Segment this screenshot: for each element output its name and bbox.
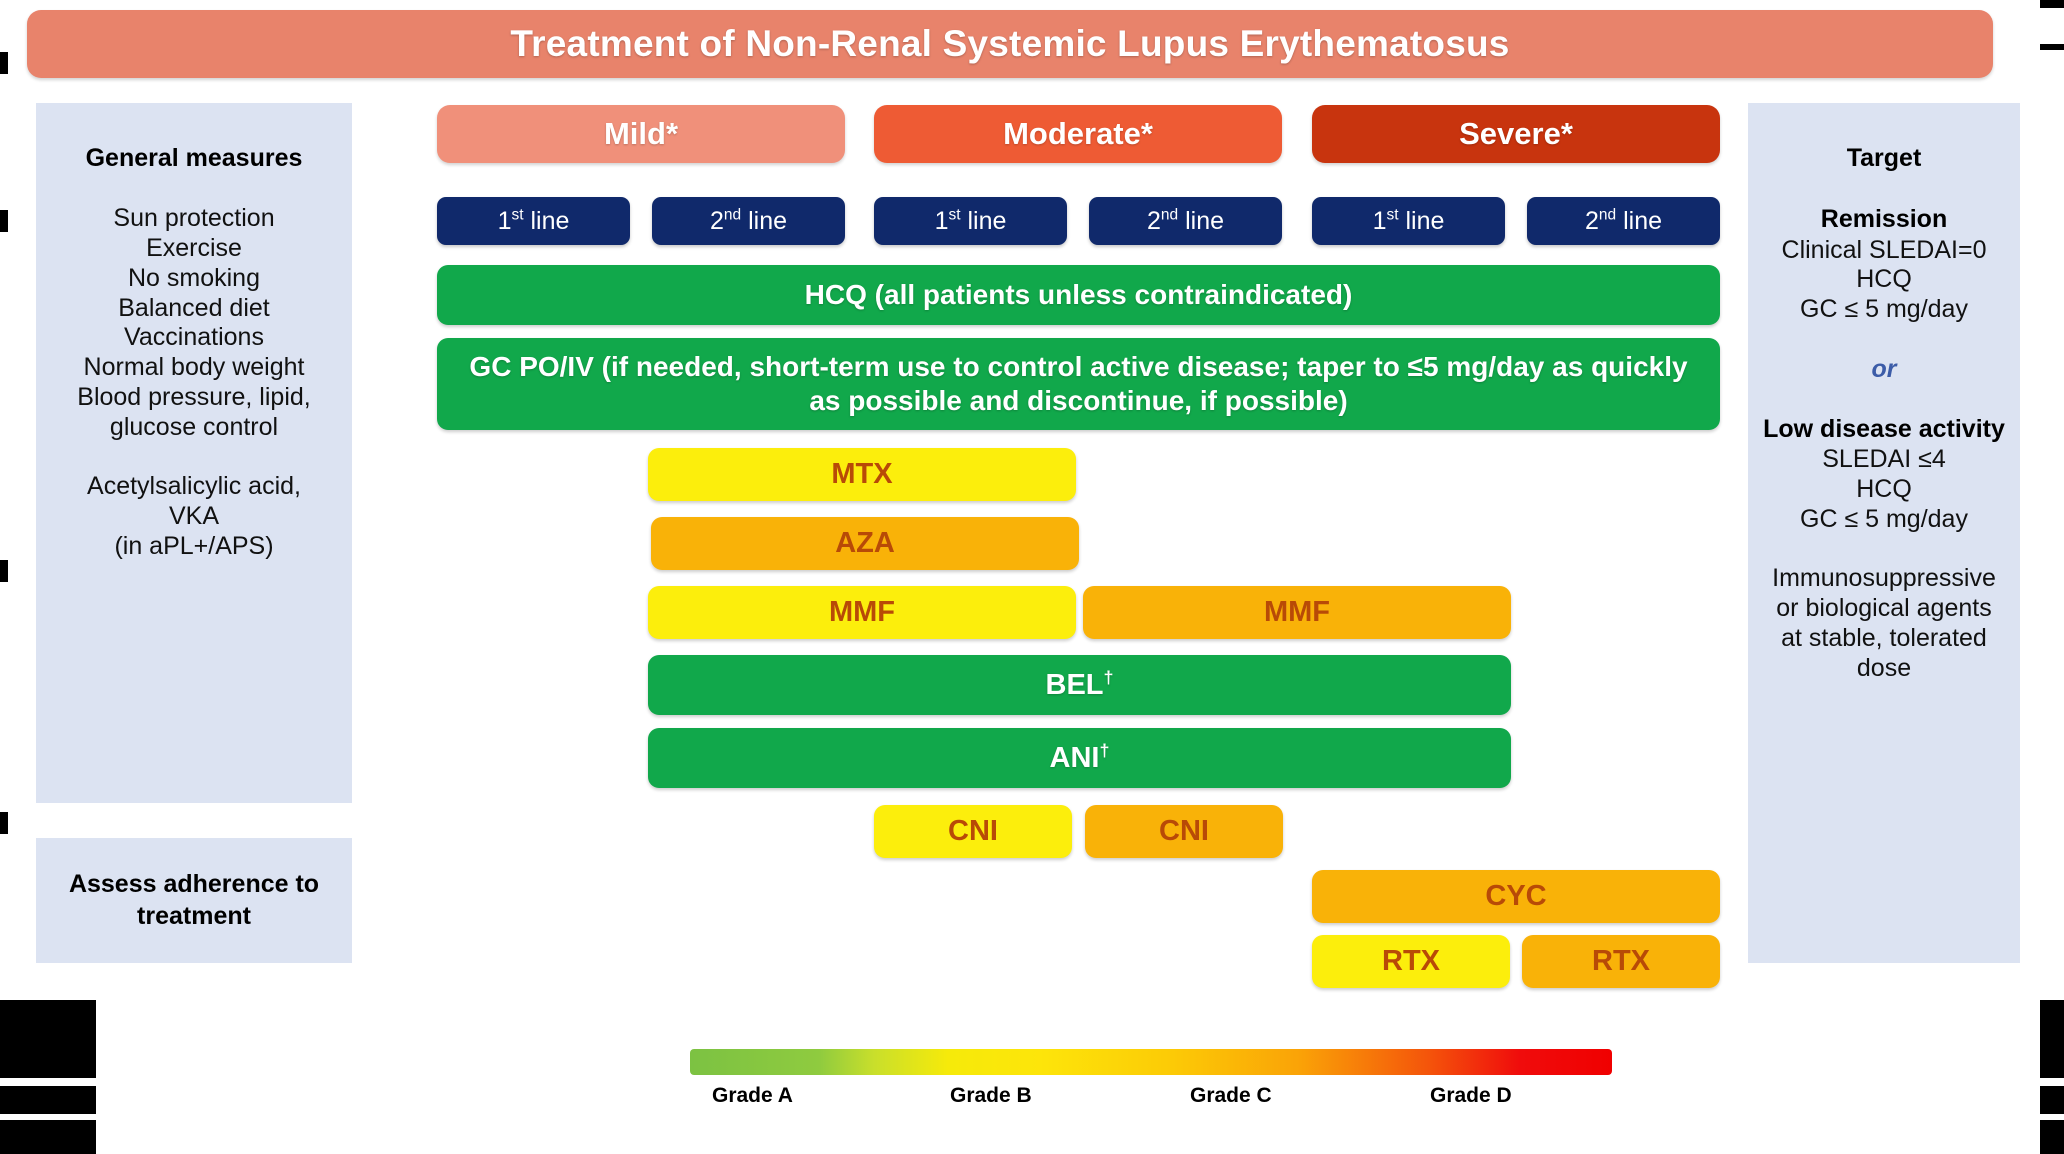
treatment-bar-mmf-moderate[interactable]: MMF [1083, 586, 1511, 639]
treatment-bar-mtx-label: MTX [831, 458, 893, 490]
crop-mark-right-b2 [2040, 1086, 2064, 1114]
legend-label-grade-b: Grade B [950, 1084, 1032, 1107]
treatment-bar-mmf-mild[interactable]: MMF [648, 586, 1076, 639]
legend-label-grade-c: Grade C [1190, 1084, 1272, 1107]
grade-gradient-bar [690, 1049, 1612, 1075]
mild-second-line-button[interactable]: 2nd line [652, 197, 845, 245]
general-measures-panel: General measures Sun protection Exercise… [36, 103, 352, 803]
general-measures-line-6: Blood pressure, lipid, [77, 382, 311, 411]
treatment-bar-gc[interactable]: GC PO/IV (if needed, short-term use to c… [437, 338, 1720, 430]
treatment-bar-rtx-second-line-label: RTX [1592, 945, 1650, 977]
general-measures-line-7: glucose control [109, 412, 279, 441]
remission-line-0: Clinical SLEDAI=0 [1781, 235, 1987, 264]
low-disease-activity-line-1: HCQ [1856, 474, 1912, 503]
low-disease-activity-line-2: GC ≤ 5 mg/day [1800, 504, 1968, 533]
crop-mark-left-b3 [0, 1120, 96, 1154]
treatment-bar-hcq[interactable]: HCQ (all patients unless contraindicated… [437, 265, 1720, 325]
severe-first-line-button[interactable]: 1st line [1312, 197, 1505, 245]
general-measures-line-2: No smoking [128, 263, 260, 292]
antithrombotic-line-2: (in aPL+/APS) [114, 531, 274, 560]
mild-first-line-label: 1st line [497, 206, 570, 235]
severity-header-severe[interactable]: Severe* [1312, 105, 1720, 163]
target-note-line-3: dose [1856, 653, 1912, 682]
treatment-bar-rtx-second-line[interactable]: RTX [1522, 935, 1720, 988]
severity-header-moderate-label: Moderate* [1003, 116, 1153, 151]
general-measures-line-1: Exercise [146, 234, 242, 262]
low-disease-activity-title: Low disease activity [1763, 414, 2005, 443]
general-measures-line-3: Balanced diet [118, 293, 270, 322]
mild-first-line-button[interactable]: 1st line [437, 197, 630, 245]
antithrombotic-line-1: VKA [168, 502, 220, 530]
treatment-bar-cni-mild-label: CNI [948, 815, 998, 847]
severe-second-line-button[interactable]: 2nd line [1527, 197, 1720, 245]
target-note-line-2: at stable, tolerated [1781, 623, 1987, 652]
target-panel: Target Remission Clinical SLEDAI=0 HCQ G… [1748, 103, 2020, 963]
treatment-bar-ani[interactable]: ANI† [648, 728, 1511, 788]
treatment-bar-rtx-first-line-label: RTX [1382, 945, 1440, 977]
treatment-bar-rtx-first-line[interactable]: RTX [1312, 935, 1510, 988]
crop-mark-right-top2 [2040, 44, 2064, 50]
crop-mark-left-mid [0, 210, 8, 232]
target-heading: Target [1846, 144, 1922, 172]
general-measures-heading: General measures [85, 144, 303, 172]
severity-header-severe-label: Severe* [1459, 116, 1573, 151]
crop-mark-right-b3 [2040, 1120, 2064, 1154]
moderate-second-line-label: 2nd line [1146, 206, 1225, 235]
page-title-text: Treatment of Non-Renal Systemic Lupus Er… [510, 23, 1510, 64]
assess-adherence-text: Assess adherence to treatment [68, 870, 320, 930]
severity-header-mild-label: Mild* [603, 116, 679, 151]
treatment-bar-bel-label: BEL† [1045, 666, 1114, 701]
moderate-second-line-button[interactable]: 2nd line [1089, 197, 1282, 245]
crop-mark-left-top [0, 52, 8, 74]
moderate-first-line-label: 1st line [934, 206, 1007, 235]
treatment-bar-mtx[interactable]: MTX [648, 448, 1076, 501]
target-note-line-0: Immunosuppressive [1772, 564, 1996, 593]
severity-header-mild[interactable]: Mild* [437, 105, 845, 163]
target-or-connector: or [1871, 354, 1897, 383]
legend-label-grade-d: Grade D [1430, 1084, 1512, 1107]
assess-adherence-panel: Assess adherence to treatment [36, 838, 352, 963]
low-disease-activity-line-0: SLEDAI ≤4 [1822, 445, 1946, 473]
moderate-first-line-button[interactable]: 1st line [874, 197, 1067, 245]
treatment-bar-cyc-label: CYC [1485, 880, 1547, 912]
treatment-bar-aza-label: AZA [835, 527, 895, 559]
general-measures-line-5: Normal body weight [83, 353, 305, 381]
remission-title: Remission [1820, 205, 1948, 234]
treatment-bar-ani-label: ANI† [1049, 739, 1110, 774]
general-measures-line-4: Vaccinations [124, 323, 264, 352]
treatment-bar-cyc[interactable]: CYC [1312, 870, 1720, 923]
crop-mark-left-b1 [0, 1000, 96, 1078]
remission-line-2: GC ≤ 5 mg/day [1800, 295, 1968, 323]
treatment-bar-mmf-mild-label: MMF [828, 596, 896, 628]
severity-header-moderate[interactable]: Moderate* [874, 105, 1282, 163]
crop-mark-left-mid2 [0, 560, 8, 582]
treatment-bar-gc-label: GC PO/IV (if needed, short-term use to c… [469, 351, 1688, 416]
severe-second-line-label: 2nd line [1584, 206, 1663, 235]
crop-mark-left-b2 [0, 1086, 96, 1114]
legend-label-grade-a: Grade A [712, 1084, 793, 1107]
crop-mark-left-lower [0, 812, 8, 834]
treatment-bar-bel[interactable]: BEL† [648, 655, 1511, 715]
general-measures-line-0: Sun protection [113, 204, 275, 233]
remission-line-1: HCQ [1856, 265, 1912, 294]
treatment-bar-hcq-label: HCQ (all patients unless contraindicated… [804, 279, 1353, 310]
page-title: Treatment of Non-Renal Systemic Lupus Er… [27, 10, 1993, 78]
severe-first-line-label: 1st line [1372, 206, 1445, 235]
crop-mark-right-b1 [2040, 1000, 2064, 1078]
target-note-line-1: or biological agents [1776, 594, 1992, 622]
crop-mark-right-top1 [2040, 0, 2064, 8]
treatment-bar-mmf-moderate-label: MMF [1263, 596, 1331, 628]
treatment-bar-cni-mild[interactable]: CNI [874, 805, 1072, 858]
treatment-bar-cni-moderate[interactable]: CNI [1085, 805, 1283, 858]
mild-second-line-label: 2nd line [709, 206, 788, 235]
treatment-bar-cni-moderate-label: CNI [1159, 815, 1209, 847]
treatment-bar-aza[interactable]: AZA [651, 517, 1079, 570]
antithrombotic-line-0: Acetylsalicylic acid, [87, 472, 301, 501]
